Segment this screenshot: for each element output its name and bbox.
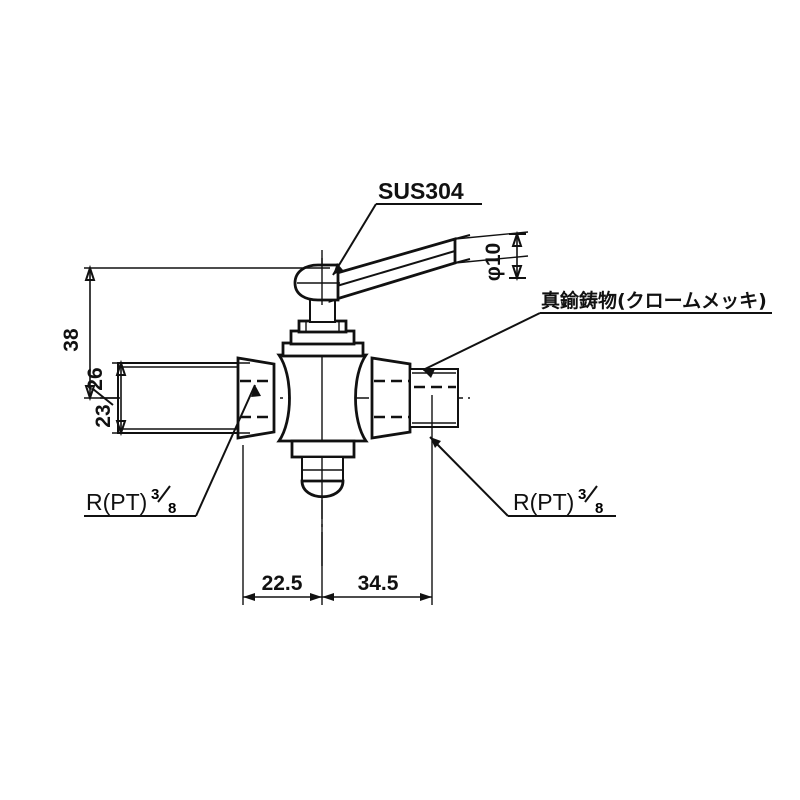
sus304-arrowhead xyxy=(333,263,343,275)
thread-right-numerator: 3 xyxy=(578,486,586,503)
dim-width-arrow-right xyxy=(420,593,432,601)
callout-thread-left: R(PT) 3 8 xyxy=(84,384,261,517)
dim-38-value: 38 xyxy=(60,328,83,352)
handle-lever-split xyxy=(329,250,456,289)
dimension-widths: 22.5 34.5 xyxy=(242,395,433,605)
dim-phi-arrow-top xyxy=(511,230,523,247)
dim-phi-arrow-bottom xyxy=(511,265,523,282)
dimension-pipe-height: 23 26 xyxy=(84,359,250,437)
dim-pipe-numerator: 23 xyxy=(92,404,115,427)
left-hex-nut xyxy=(236,356,276,440)
right-hex-nut-outline xyxy=(370,356,412,440)
thread-right-arrowhead xyxy=(430,437,441,448)
valve-body xyxy=(276,353,369,443)
right-hex-nut xyxy=(370,356,412,440)
dim-phi-ext-bottom xyxy=(454,255,529,264)
dimension-handle-diameter: φ10 xyxy=(454,230,529,282)
thread-right-fraction: 3 8 xyxy=(578,485,603,517)
thread-left-arrowhead xyxy=(251,385,261,397)
dim-pipe-fraction-bar xyxy=(92,388,114,406)
brass-arrowhead xyxy=(423,369,435,378)
right-pipe-outline xyxy=(409,368,459,428)
thread-left-denominator: 8 xyxy=(168,500,176,517)
drain-plug-collar xyxy=(290,439,356,459)
left-pipe-outline xyxy=(117,362,249,434)
dim-phi-value: φ10 xyxy=(482,243,505,281)
handle-assembly xyxy=(293,234,471,305)
brass-label: 真鍮鋳物(クロームメッキ) xyxy=(541,289,767,312)
thread-left-numerator: 3 xyxy=(151,486,159,503)
callout-handle-material: SUS304 xyxy=(332,178,482,276)
thread-left-leader xyxy=(195,384,256,517)
dim-pipe-denominator: 26 xyxy=(84,367,107,390)
callout-body-material: 真鍮鋳物(クロームメッキ) xyxy=(422,289,772,378)
right-pipe xyxy=(409,368,459,428)
dim-width-arrow-mid-left xyxy=(310,593,322,601)
dim-width-left-value: 22.5 xyxy=(262,572,303,595)
dim-width-arrow-mid-right xyxy=(322,593,334,601)
dim-pipe-value-group: 23 26 xyxy=(84,367,115,427)
sus304-leader xyxy=(332,203,377,276)
dim-38-arrow-bottom xyxy=(84,385,96,402)
dim-pipe-arrow-top xyxy=(115,359,127,376)
sus304-label: SUS304 xyxy=(378,178,464,204)
thread-left-fraction-bar xyxy=(157,485,171,503)
left-pipe xyxy=(117,362,249,434)
thread-right-leader xyxy=(429,436,509,517)
dim-38-arrow-top xyxy=(84,264,96,281)
thread-left-fraction: 3 8 xyxy=(151,485,176,517)
packing-gland-assembly xyxy=(281,295,365,358)
callout-thread-right: R(PT) 3 8 xyxy=(429,436,616,517)
thread-right-label: R(PT) xyxy=(513,489,574,515)
dimension-height-overall: 38 xyxy=(60,264,330,402)
thread-right-denominator: 8 xyxy=(595,500,603,517)
thread-right-fraction-bar xyxy=(584,485,598,503)
dim-pipe-arrow-bottom xyxy=(115,420,127,437)
dim-width-right-value: 34.5 xyxy=(358,572,399,595)
dim-width-arrow-left xyxy=(243,593,255,601)
brass-leader xyxy=(422,312,541,371)
drain-plug-assembly xyxy=(290,439,356,499)
thread-left-label: R(PT) xyxy=(86,489,147,515)
left-hex-nut-outline xyxy=(236,356,276,440)
left-hex-nut-chamfer-top xyxy=(237,357,275,365)
